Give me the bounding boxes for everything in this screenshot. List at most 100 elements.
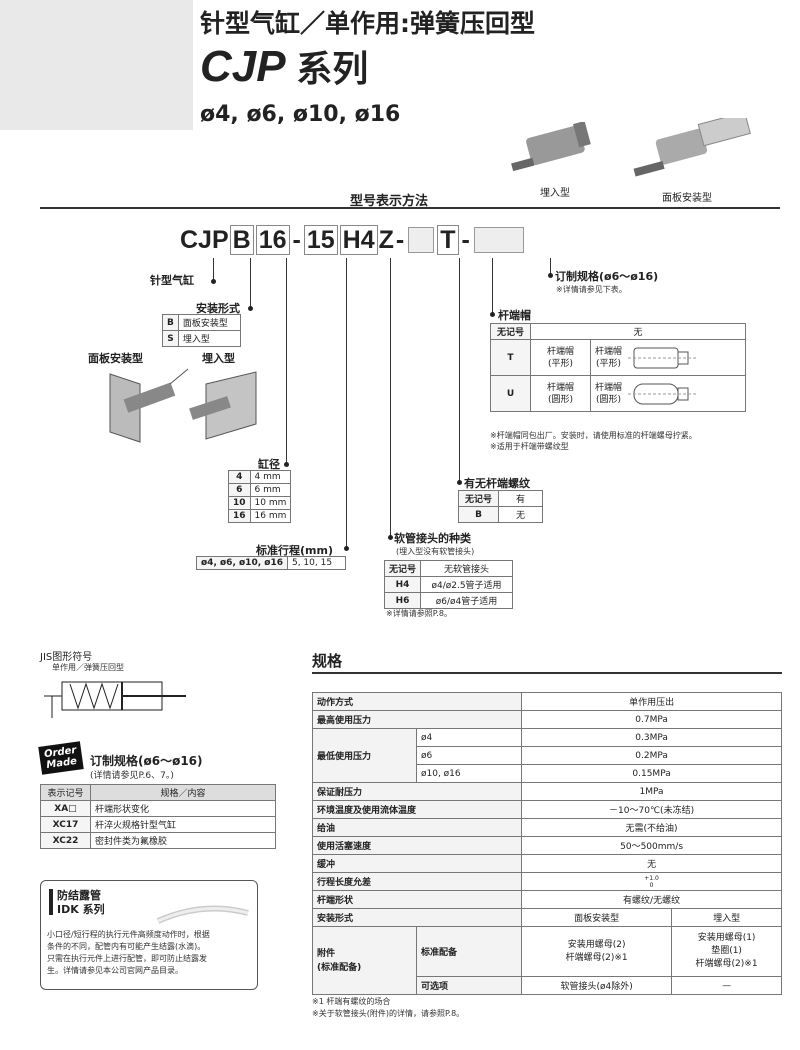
rodcap-note1: ※杆端帽同包出厂。安装时，请使用标准的杆端螺母拧紧。 bbox=[490, 431, 697, 440]
order-title: 订制规格(ø6～ø16) bbox=[90, 754, 203, 768]
mount-label: 安装形式 bbox=[196, 302, 240, 315]
code-z: Z bbox=[378, 225, 394, 254]
fitting-note: ※详情请参照P.8。 bbox=[386, 609, 452, 618]
jis-cylinder-symbol bbox=[44, 681, 186, 718]
idk-box: 防结露管 IDK 系列 小口径/短行程的执行元件高频度动作时，根据 条件的不同，… bbox=[40, 880, 258, 990]
table-row: 表示记号规格／内容 bbox=[40, 784, 276, 801]
leader-stroke bbox=[346, 258, 347, 550]
leader-dot bbox=[248, 306, 253, 311]
table-row: XA□杆端形状变化 bbox=[40, 800, 276, 817]
leader-dot bbox=[344, 546, 349, 551]
code-fitting: H4 bbox=[339, 225, 378, 255]
cylinder-photo-embed bbox=[511, 120, 591, 172]
idk-line2: 条件的不同，配管内有可能产生结露(水滴)。 bbox=[47, 942, 206, 951]
table-row: 缓冲无 bbox=[311, 854, 782, 873]
rodcap-label: 杆端帽 bbox=[498, 309, 531, 322]
table-row: 附件(标准配备) 标准配备 安装用螺母(2)杆端螺母(2)※1 安装用螺母(1)… bbox=[312, 926, 782, 995]
leader-thread bbox=[459, 258, 460, 484]
leader-dot bbox=[388, 535, 393, 540]
spec-rule bbox=[312, 672, 782, 674]
table-row: T 杆端帽(平形) 杆端帽(平形) bbox=[490, 339, 746, 376]
code-stroke: 15 bbox=[303, 225, 338, 255]
page-title: 针型气缸／单作用:弹簧压回型 bbox=[200, 9, 535, 38]
thread-label: 有无杆端螺纹 bbox=[464, 477, 530, 490]
code-prefix: CJP bbox=[180, 225, 229, 254]
panel-mount-illustration bbox=[109, 368, 189, 443]
idk-line1: 小口径/短行程的执行元件高频度动作时，根据 bbox=[47, 930, 210, 939]
photo-caption-embed: 埋入型 bbox=[540, 188, 570, 199]
idk-title2: IDK 系列 bbox=[57, 903, 105, 916]
table-row: 环境温度及使用流体温度－10～70℃(未冻结) bbox=[311, 800, 782, 819]
leader-prefix bbox=[213, 258, 214, 282]
code-rodcap: T bbox=[437, 225, 459, 255]
jis-symbol bbox=[40, 676, 190, 724]
bore-label: 缸径 bbox=[258, 458, 280, 471]
idk-line4: 生。详情请参见本公司官网产品目录。 bbox=[47, 966, 183, 975]
photo-embed bbox=[498, 120, 598, 182]
series-title: CJP 系列 bbox=[200, 42, 369, 91]
code-thread-box bbox=[408, 227, 435, 253]
code-custom-box bbox=[473, 227, 524, 253]
leader-bore bbox=[286, 258, 287, 466]
leader-dot bbox=[457, 480, 462, 485]
stroke-label: 标准行程(mm) bbox=[256, 544, 333, 557]
table-row: 动作方式单作用压出 bbox=[311, 692, 782, 711]
bore-sizes: ø4, ø6, ø10, ø16 bbox=[200, 102, 401, 127]
idk-title1: 防结露管 bbox=[57, 889, 101, 902]
table-row: U 杆端帽(圆形) 杆端帽(圆形) bbox=[490, 375, 746, 412]
mount-pic-panel bbox=[100, 364, 190, 444]
rodcap-table: 无记号无 T 杆端帽(平形) 杆端帽(平形) U 杆端帽(圆形) 杆端帽(圆形) bbox=[490, 323, 746, 412]
photo-caption-panel: 面板安装型 bbox=[662, 193, 712, 204]
table-row: 无记号无软管接头 bbox=[383, 560, 514, 577]
idk-marker bbox=[49, 889, 53, 915]
table-row: 安装形式面板安装型埋入型 bbox=[311, 908, 782, 927]
jis-title: JIS图形符号 bbox=[40, 652, 93, 663]
code-bore: 16 bbox=[255, 225, 290, 255]
header-band bbox=[0, 0, 193, 130]
order-sub: (详情请参见P.6、7。) bbox=[90, 771, 174, 781]
leader-dot bbox=[284, 462, 289, 467]
leader-dot bbox=[490, 312, 495, 317]
pin-cylinder-label: 针型气缸 bbox=[150, 274, 194, 287]
idk-tube-image bbox=[156, 905, 249, 924]
leader-fitting bbox=[390, 258, 391, 538]
table-row: 杆端形状有螺纹/无螺纹 bbox=[311, 890, 782, 909]
embed-mount-illustration bbox=[189, 371, 257, 440]
spec-title: 规格 bbox=[312, 652, 343, 670]
jis-sub: 单作用／弹簧压回型 bbox=[52, 663, 124, 672]
spec-note2: ※关于软管接头(附件)的详情，请参照P.8。 bbox=[312, 1009, 465, 1018]
table-row: 无记号无 bbox=[490, 323, 746, 340]
leader-mount bbox=[250, 258, 251, 310]
fitting-label: 软管接头的种类 bbox=[394, 532, 471, 545]
custom-label: 订制规格(ø6～ø16) bbox=[555, 270, 659, 283]
fitting-sub: (埋入型没有软管接头) bbox=[396, 547, 475, 556]
model-section-title: 型号表示方法 bbox=[350, 194, 429, 209]
table-row: 可选项软管接头(ø4除外)— bbox=[313, 976, 782, 995]
leader-custom bbox=[550, 258, 551, 276]
code-mount: B bbox=[229, 225, 254, 255]
table-row: 给油无需(不给油) bbox=[311, 818, 782, 837]
model-code: CJP B 16 - 15 H4 Z - T - bbox=[180, 222, 526, 258]
